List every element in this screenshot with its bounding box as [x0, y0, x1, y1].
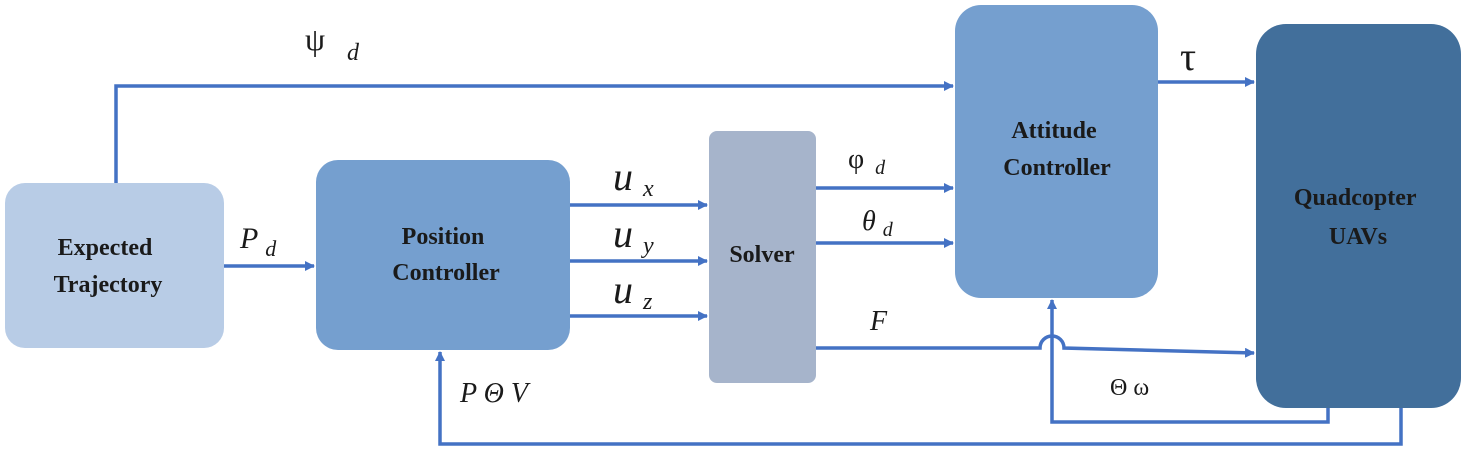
- svg-text:Solver: Solver: [729, 242, 795, 268]
- solver-block: Solver: [709, 131, 816, 383]
- expected-trajectory-box: [5, 183, 224, 348]
- position-controller-box: [316, 160, 570, 350]
- attitude-controller-label-line2: Controller: [1003, 155, 1111, 181]
- phi-d-label: φ d: [848, 144, 886, 179]
- expected-trajectory-label-line2: Trajectory: [54, 272, 163, 298]
- position-feedback-label: P Θ V: [459, 378, 531, 409]
- solver-box: [709, 131, 816, 383]
- force-label: F: [869, 306, 888, 337]
- attitude-controller-box: [955, 5, 1158, 298]
- svg-text:Expected Trajectory: Expected Trajectory: [54, 235, 163, 298]
- theta-d-label: θ d: [862, 206, 894, 241]
- quadcopter-label-line1: Quadcopter: [1294, 185, 1417, 211]
- attitude-feedback-arrow: [1047, 299, 1330, 424]
- u-z-label: u z: [613, 267, 653, 315]
- solver-label: Solver: [729, 242, 795, 268]
- quadcopter-box: [1256, 24, 1461, 408]
- svg-text:Attitude Controller: Attitude Controller: [1003, 118, 1111, 181]
- position-controller-label-line1: Position: [402, 224, 485, 250]
- svg-text:Position Controller: Position Controller: [392, 224, 500, 286]
- u-x-label: u x: [613, 154, 654, 202]
- p-d-label: P d: [239, 222, 277, 261]
- attitude-feedback-label: Θ ω: [1110, 375, 1149, 401]
- svg-text:Quadcopter UAVs: Quadcopter UAVs: [1294, 185, 1422, 250]
- psi-d-arrow: [114, 81, 954, 183]
- attitude-controller-block: Attitude Controller: [955, 5, 1158, 298]
- quadcopter-block: Quadcopter UAVs: [1256, 24, 1461, 408]
- expected-trajectory-label-line1: Expected: [58, 235, 153, 261]
- position-feedback-arrow: [435, 351, 1403, 446]
- attitude-controller-label-line1: Attitude: [1011, 118, 1097, 144]
- u-y-label: u y: [613, 211, 654, 259]
- expected-trajectory-block: Expected Trajectory: [5, 183, 224, 348]
- force-arrow: [816, 334, 1255, 358]
- psi-d-label: ψ d: [305, 21, 360, 66]
- tau-label: τ: [1180, 34, 1196, 79]
- quadcopter-label-line2: UAVs: [1329, 224, 1387, 250]
- position-controller-block: Position Controller: [316, 160, 570, 350]
- position-controller-label-line2: Controller: [392, 260, 500, 286]
